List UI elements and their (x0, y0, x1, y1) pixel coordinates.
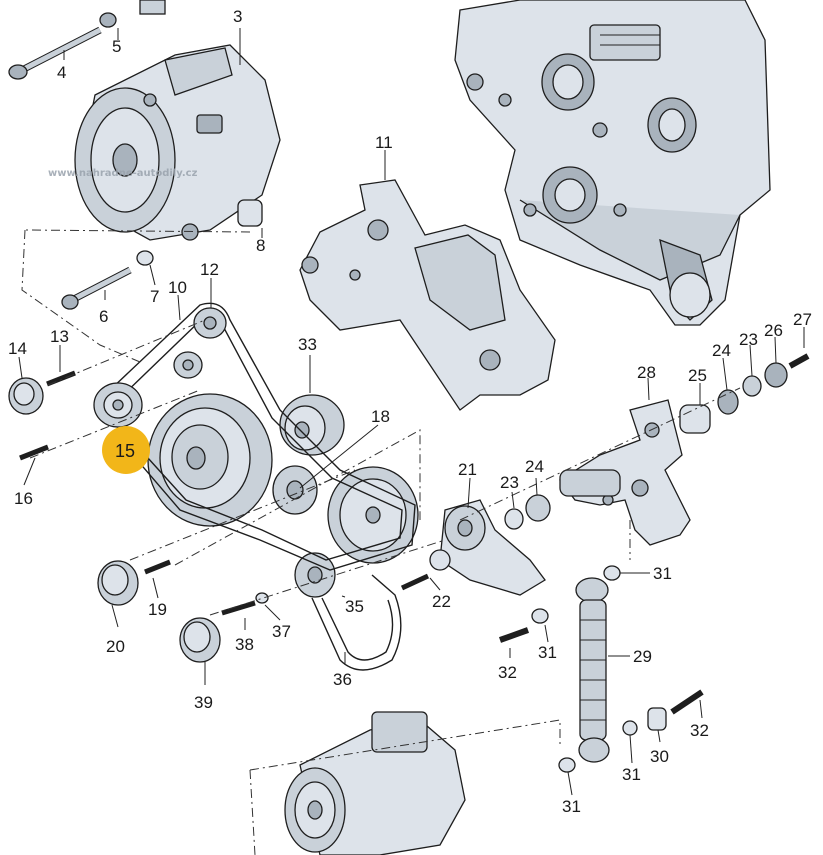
damper-29 (575, 577, 610, 763)
callout-25: 25 (688, 366, 707, 385)
callout-38: 38 (235, 635, 254, 654)
callout-19: 19 (148, 600, 167, 619)
callout-31c: 31 (622, 765, 641, 784)
callout-14: 14 (8, 339, 27, 358)
bracket-21 (429, 499, 546, 596)
callout-8: 8 (256, 236, 265, 255)
ac-compressor (284, 711, 466, 855)
callout-16: 16 (14, 489, 33, 508)
callout-31b: 31 (538, 643, 557, 662)
leader-lines (18, 28, 805, 796)
pulley-33 (279, 394, 345, 456)
tensioner-15 (93, 382, 143, 428)
callout-36: 36 (333, 670, 352, 689)
callout-12: 12 (200, 260, 219, 279)
callout-4: 4 (57, 63, 66, 82)
callout-21: 21 (458, 460, 477, 479)
watermark-text: www.nahradne-autodily.cz (48, 168, 198, 179)
callout-37: 37 (272, 622, 291, 641)
callout-24a: 24 (525, 457, 544, 476)
engine-block (454, 0, 771, 326)
crankshaft-pulley (147, 393, 273, 527)
highlight-marker-15 (102, 426, 150, 474)
callout-23a: 23 (500, 473, 519, 492)
callout-23b: 23 (739, 330, 758, 349)
callout-39: 39 (194, 693, 213, 712)
callout-18: 18 (371, 407, 390, 426)
callout-10: 10 (168, 278, 187, 297)
alternator (74, 44, 281, 241)
callout-24b: 24 (712, 341, 731, 360)
callout-29: 29 (633, 647, 652, 666)
callout-20: 20 (106, 637, 125, 656)
callout-13: 13 (50, 327, 69, 346)
callout-30: 30 (650, 747, 669, 766)
tensioner-bracket-28 (559, 399, 691, 546)
callout-31a: 31 (653, 564, 672, 583)
bolt-4 (8, 26, 102, 80)
callout-35: 35 (345, 597, 364, 616)
callout-28: 28 (637, 363, 656, 382)
callout-32b: 32 (690, 721, 709, 740)
callout-7: 7 (150, 287, 159, 306)
callout-26: 26 (764, 321, 783, 340)
bracket-11 (299, 179, 556, 411)
callout-27: 27 (793, 310, 812, 329)
callout-6: 6 (99, 307, 108, 326)
callout-labels: 3 5 4 8 7 6 11 12 10 13 14 33 18 15 16 1… (8, 7, 812, 816)
callout-31d: 31 (562, 797, 581, 816)
callout-33: 33 (298, 335, 317, 354)
callout-3: 3 (233, 7, 242, 26)
steering-pump-pulley (327, 466, 419, 564)
callout-22: 22 (432, 592, 451, 611)
callout-32a: 32 (498, 663, 517, 682)
callout-11: 11 (375, 133, 393, 152)
callout-15: 15 (115, 441, 135, 461)
callout-5: 5 (112, 37, 121, 56)
